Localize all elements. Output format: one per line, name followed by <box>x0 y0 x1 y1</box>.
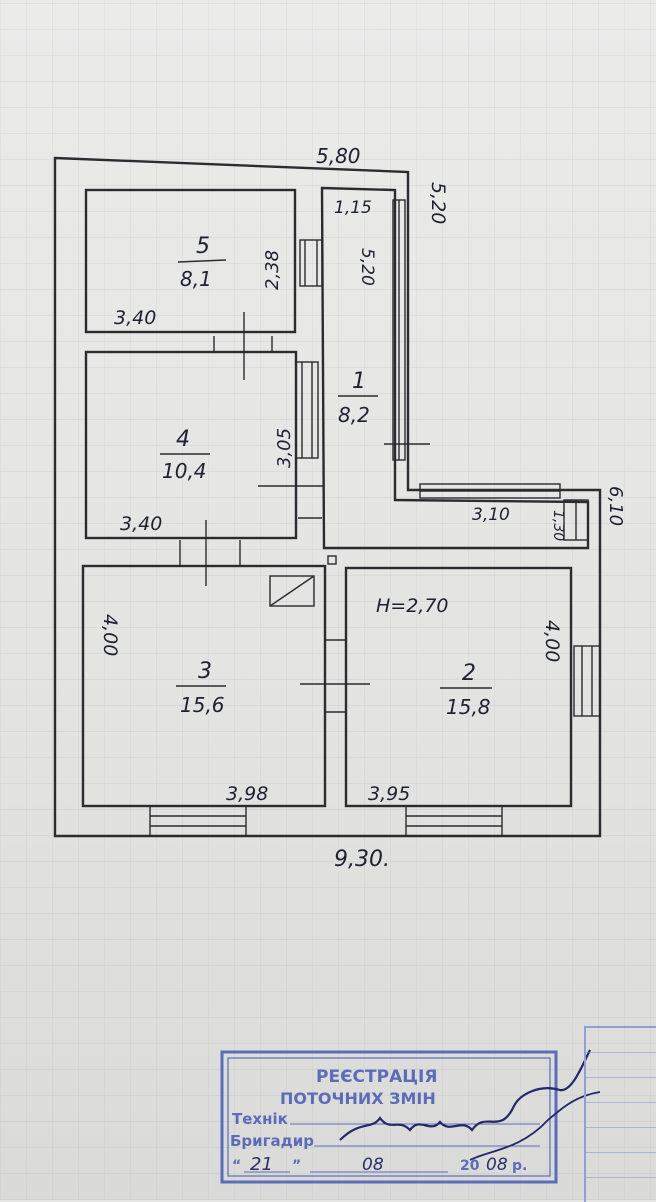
room-5-area: 8,1 <box>180 267 212 291</box>
room-5-depth: 2,38 <box>262 250 283 290</box>
room-1-step: 1,30 <box>550 510 566 541</box>
stamp-year-suffix: 08 <box>486 1155 508 1175</box>
corridor-side-dimension: 5,20 <box>427 182 449 224</box>
window-marks <box>149 199 601 837</box>
signature <box>339 1049 591 1141</box>
room-4-number: 4 <box>176 427 190 452</box>
room-5-number: 5 <box>196 234 210 259</box>
stamp-month: 08 <box>362 1155 384 1175</box>
door-marks <box>179 312 430 713</box>
overall-top-dimension: 5,80 <box>316 144 361 168</box>
stamp-title-line2: ПОТОЧНИХ ЗМІН <box>280 1089 436 1108</box>
room-4-area: 10,4 <box>162 459 207 483</box>
room-3-area: 15,6 <box>180 693 225 717</box>
room-1-width: 1,15 <box>334 198 372 218</box>
right-height-dimension: 6,10 <box>605 486 626 526</box>
outer-wall <box>53 156 602 838</box>
room-3-number: 3 <box>198 659 212 684</box>
room-4-depth: 3,05 <box>274 428 295 468</box>
svg-text:”: ” <box>292 1158 301 1174</box>
room-1-number: 1 <box>352 369 366 394</box>
overall-bottom-dimension: 9,30. <box>334 847 390 872</box>
room-1-length: 5,20 <box>357 248 377 286</box>
room-5-outline <box>84 188 297 334</box>
room-3-width: 3,98 <box>226 783 268 805</box>
room-2-height: H=2,70 <box>376 595 449 617</box>
stamp-fragment-right <box>584 1026 656 1202</box>
room-1-area: 8,2 <box>338 403 370 427</box>
room-2-width: 3,95 <box>368 783 410 805</box>
stamp-technician-label: Технік <box>232 1110 288 1128</box>
room-2-area: 15,8 <box>446 695 491 719</box>
room-1-extension: 3,10 <box>472 505 510 525</box>
room-4-width: 3,40 <box>120 513 162 535</box>
stamp-year-prefix: 20 <box>460 1158 480 1174</box>
svg-text:“: “ <box>232 1158 241 1174</box>
stamp-day: 21 <box>250 1154 273 1175</box>
stamp-foreman-label: Бригадир <box>230 1132 314 1150</box>
stamp-frame <box>220 1050 558 1184</box>
room-2-depth: 4,00 <box>541 620 563 662</box>
room-2-number: 2 <box>462 661 476 686</box>
stamp-title-line1: РЕЄСТРАЦІЯ <box>316 1067 437 1087</box>
room-5-width: 3,40 <box>114 307 156 329</box>
stamp-year-mark: р. <box>512 1158 527 1174</box>
room-3-depth: 4,00 <box>99 614 121 656</box>
